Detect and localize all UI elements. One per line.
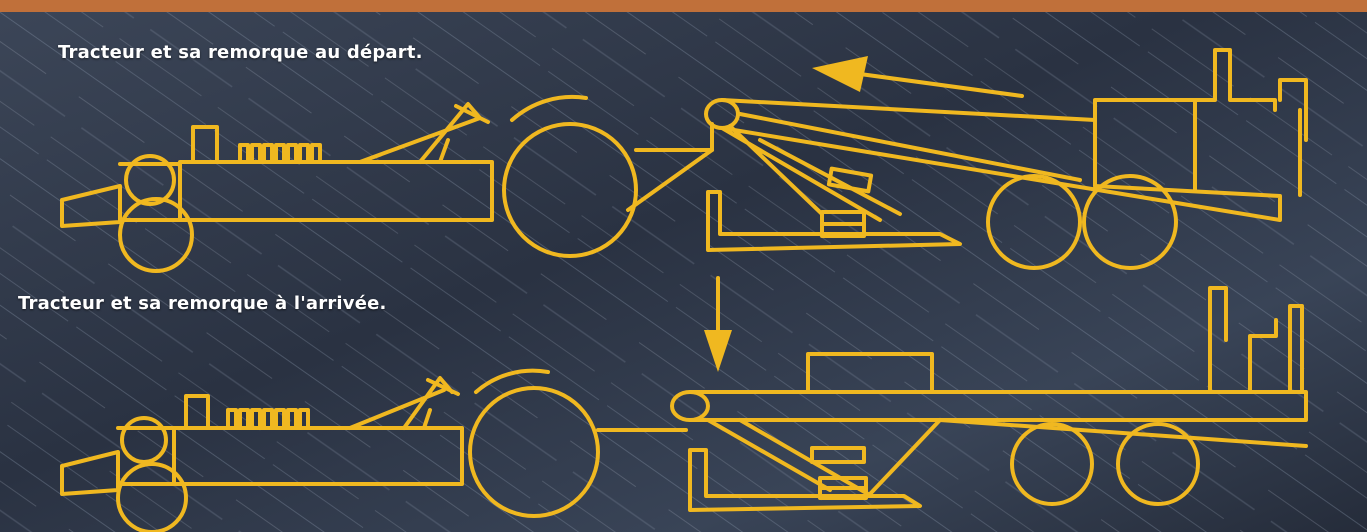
trailer-arrival bbox=[596, 286, 1308, 512]
tractor-rear-wheel bbox=[502, 122, 638, 258]
steering-wheel bbox=[426, 378, 460, 396]
tractor-body bbox=[172, 426, 464, 486]
tractor-arrival bbox=[60, 368, 600, 532]
trailer-cylinder bbox=[810, 446, 866, 464]
tractor-departure bbox=[60, 94, 638, 273]
trailer-rear-rack bbox=[1208, 286, 1304, 394]
tractor-cab bbox=[358, 102, 482, 164]
top-border bbox=[0, 0, 1367, 12]
tractor-exhaust bbox=[184, 394, 210, 430]
tractor-exhaust bbox=[191, 125, 219, 164]
left-arrow-icon bbox=[812, 56, 1024, 98]
trailer-cab-box bbox=[1093, 98, 1197, 192]
trailer-struts bbox=[698, 418, 942, 496]
steering-wheel bbox=[454, 104, 490, 124]
arrow-head-down bbox=[704, 330, 732, 372]
tractor-rear-wheel bbox=[468, 386, 600, 518]
trailer-rear-rack bbox=[1193, 48, 1308, 142]
trailer-roller bbox=[670, 390, 710, 422]
trailer-wheel-1 bbox=[1010, 422, 1094, 506]
tractor-radiator bbox=[226, 408, 310, 430]
trailer-sled bbox=[688, 448, 922, 512]
tractor-radiator bbox=[238, 143, 322, 164]
trailer-wheel-2 bbox=[1082, 174, 1178, 270]
trailer-wheel-1 bbox=[986, 174, 1082, 270]
trailer-departure bbox=[626, 48, 1308, 270]
tractor-headlight bbox=[120, 416, 168, 464]
tractor-front-wheel bbox=[118, 197, 194, 273]
trailer-roller bbox=[704, 98, 740, 130]
down-arrow-icon bbox=[704, 276, 732, 372]
trailer-bed bbox=[688, 390, 1308, 422]
tractor-headlight bbox=[124, 154, 176, 206]
tractor-front-wheel bbox=[116, 462, 188, 532]
caption-departure: Tracteur et sa remorque au départ. bbox=[58, 42, 423, 63]
caption-arrival: Tracteur et sa remorque à l'arrivée. bbox=[18, 293, 387, 314]
trailer-cylinder bbox=[826, 166, 874, 194]
rear-wheel-fender bbox=[510, 94, 588, 122]
trailer-bed bbox=[720, 98, 1282, 222]
tractor-front-grille bbox=[60, 450, 120, 496]
rear-wheel-fender bbox=[474, 368, 550, 394]
tractor-body bbox=[178, 160, 494, 222]
arrow-head-left bbox=[812, 56, 868, 92]
trailer-cab-box bbox=[806, 352, 934, 394]
tractor-front-grille bbox=[60, 184, 122, 228]
trailer-wheel-2 bbox=[1116, 422, 1200, 506]
trailer-sled bbox=[706, 190, 962, 252]
